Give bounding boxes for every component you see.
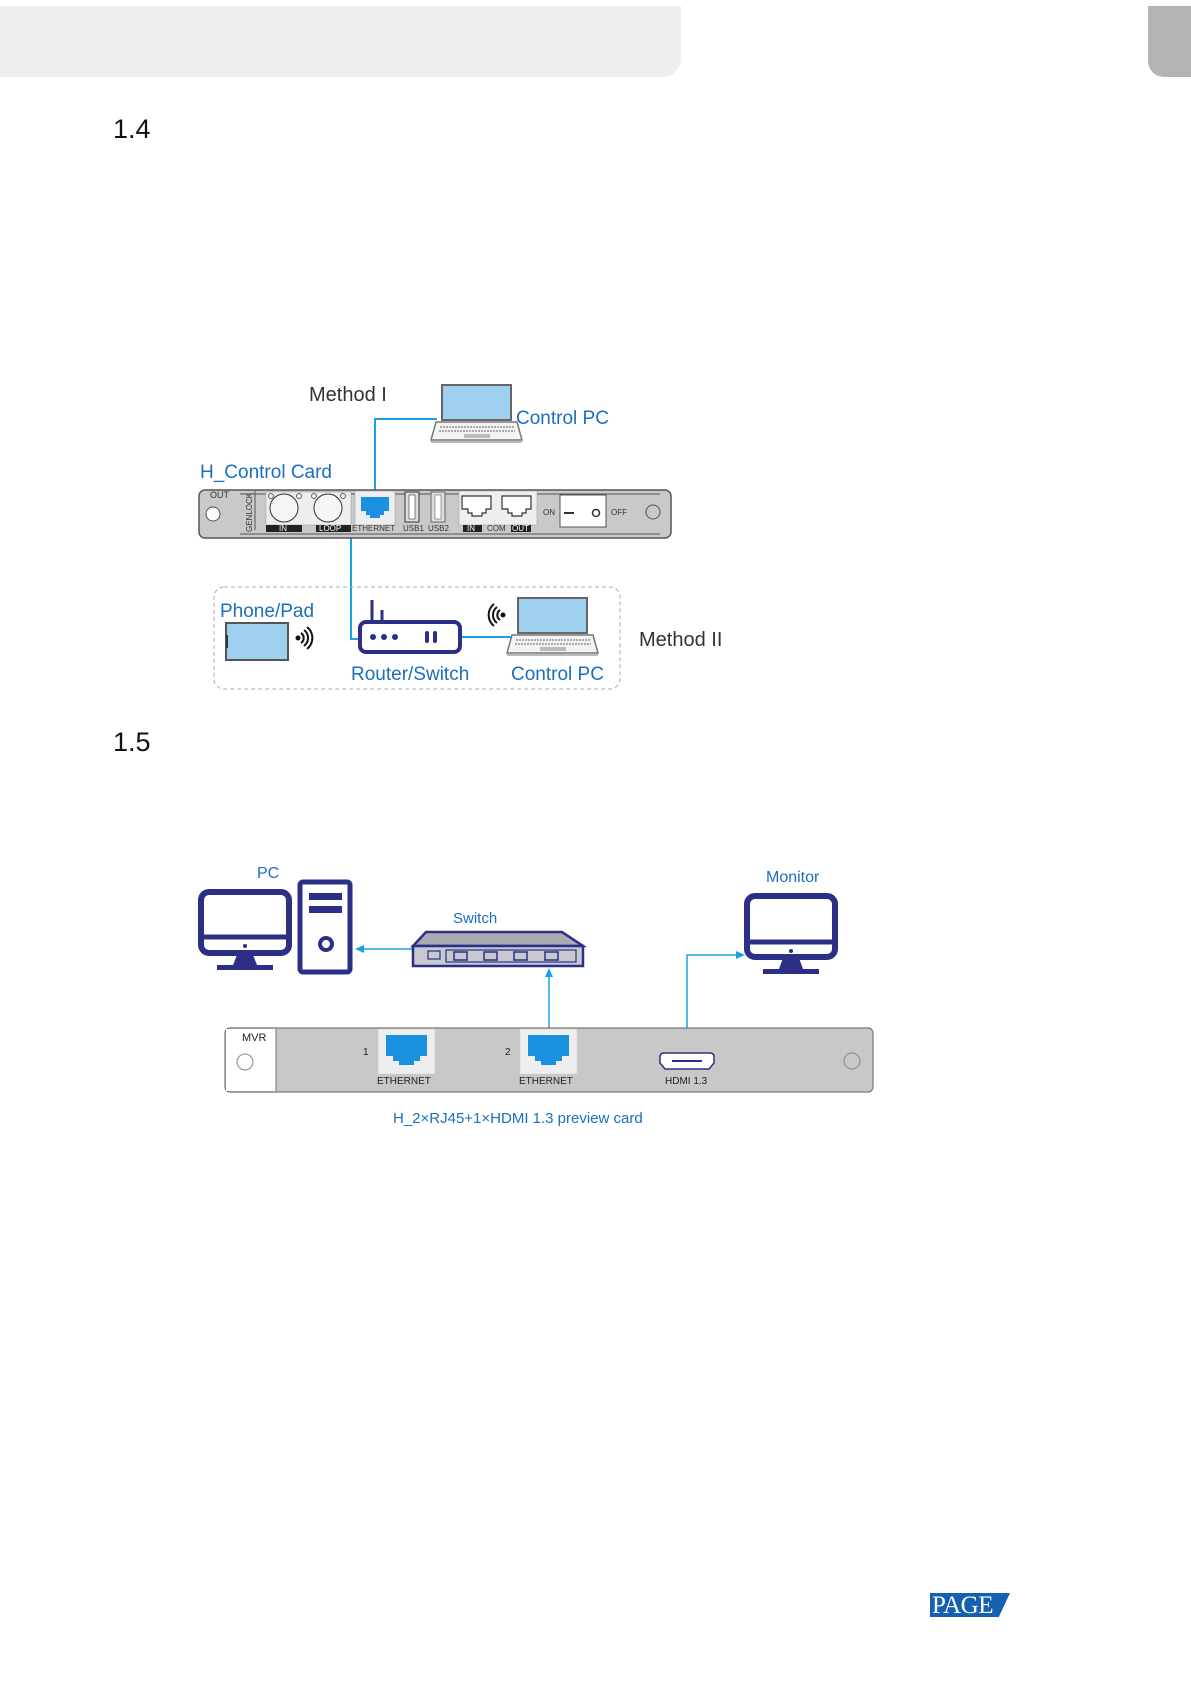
switch-label-on: ON [543,508,555,517]
connection-diagram-1-4: Method I Control PC H_Control Card Phone… [0,0,1191,720]
port-label-loop: LOOP [319,524,341,533]
pc-monitor-icon [201,892,289,970]
port-label-out: OUT [210,490,229,500]
port2-label: ETHERNET [519,1076,573,1087]
network-switch-icon [413,932,583,966]
hdmi-label: HDMI 1.3 [665,1076,707,1087]
control-pc-label-2: Control PC [511,664,604,686]
switch-label: Switch [453,910,497,927]
switch-label-off: OFF [611,508,627,517]
pc-label: PC [257,865,279,883]
port-label-in: IN [279,524,287,533]
port1-label: ETHERNET [377,1076,431,1087]
ethernet-port-2-icon [528,1035,569,1065]
monitor-icon [747,896,835,974]
method2-label: Method II [639,629,722,652]
ethernet-port-1-icon [386,1035,427,1065]
port-label-usb1: USB1 [403,524,424,533]
router-icon [360,600,460,652]
method1-label: Method I [309,384,387,407]
port1-number: 1 [363,1047,369,1058]
port-label-com-in: IN [467,524,475,533]
section-number-1-5: 1.5 [113,727,151,758]
wifi-signal-icon [297,627,313,649]
port-label-ethernet: ETHERNET [352,524,395,533]
port-label-com-out: OUT [512,524,529,533]
preview-card-caption: H_2×RJ45+1×HDMI 1.3 preview card [393,1110,643,1127]
page-logo: PAGE [930,1593,1010,1617]
laptop-icon-method2 [507,598,598,655]
port-label-genlock: GENLOCK [245,493,254,532]
arrow-to-monitor [736,951,745,959]
port2-number: 2 [505,1047,511,1058]
router-switch-label: Router/Switch [351,664,469,686]
hdmi-port-icon [660,1053,714,1069]
monitor-label: Monitor [766,869,819,887]
port-label-com: COM [487,524,506,533]
arrow-to-switch [545,968,553,977]
phone-pad-label: Phone/Pad [220,601,314,623]
control-pc-label: Control PC [516,408,609,430]
preview-card-panel [225,1028,873,1092]
port-label-usb2: USB2 [428,524,449,533]
laptop-icon [431,385,522,442]
pc-tower-icon [300,882,350,972]
arrow-to-pc [355,945,364,953]
control-card-label: H_Control Card [200,462,332,484]
tablet-icon [226,623,288,660]
wifi-signal-icon-pc [489,604,505,626]
card-name-label: MVR [242,1032,266,1044]
diagram-1-4-graphics [0,0,1191,720]
